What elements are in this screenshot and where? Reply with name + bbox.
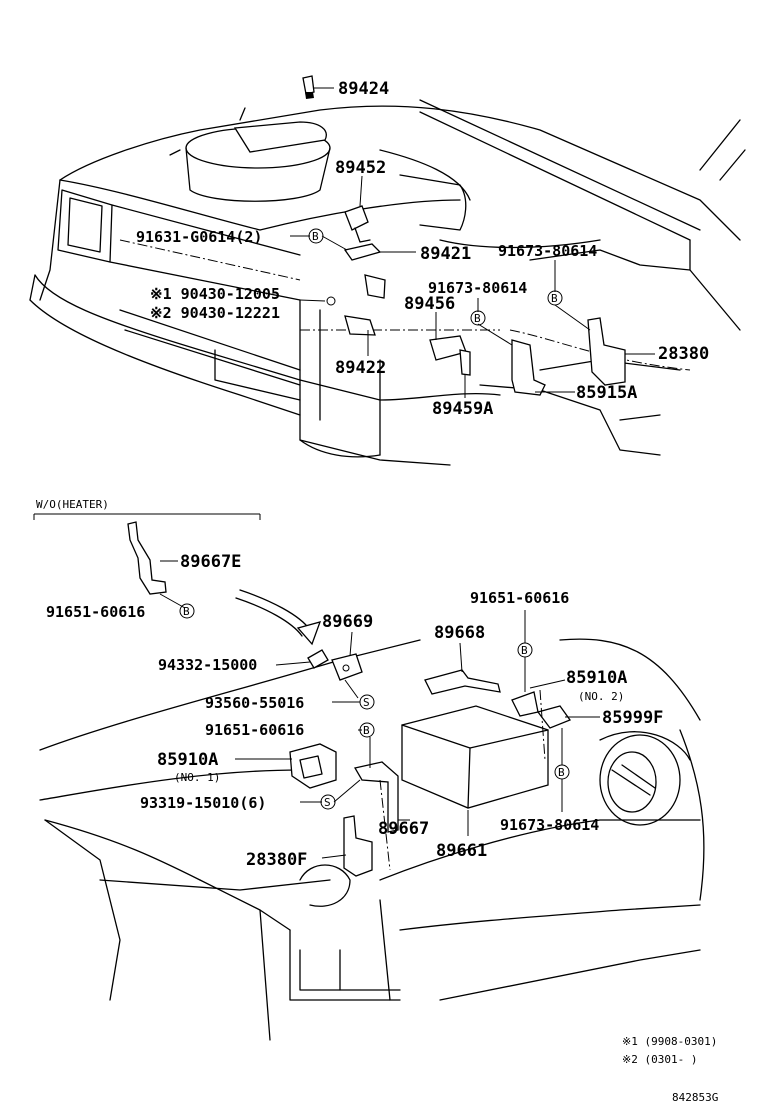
part-85915a: 85915A	[576, 383, 637, 403]
screw-code-circle	[320, 794, 336, 810]
vehicle-front-illustration	[29, 99, 746, 466]
part-89452: 89452	[335, 158, 386, 178]
part-89667: 89667	[378, 819, 429, 839]
bolt-code-b: B	[551, 292, 558, 305]
part-93319: 93319-15010(6)	[140, 794, 266, 812]
bolt-code-circle	[179, 603, 195, 619]
part-89668: 89668	[434, 623, 485, 643]
screw-code-s: S	[363, 696, 370, 709]
heater-note: W/O(HEATER)	[36, 498, 109, 511]
part-91651-c: 91651-60616	[205, 721, 304, 739]
vehicle-rear-illustration	[39, 638, 705, 1041]
part-93560: 93560-55016	[205, 694, 304, 712]
top-leaders	[290, 175, 655, 398]
part-91631: 91631-G0614(2)	[136, 228, 262, 246]
bolt-code-circle	[554, 764, 570, 780]
footnotes: ※1 (9908-0301) ※2 (0301- ) 842853G	[622, 1035, 718, 1104]
part-91673-c: 91673-80614	[500, 816, 599, 834]
top-part-labels: 89424 89452 91631-G0614(2) 89421 91673-8…	[136, 79, 709, 419]
label-no1: (NO. 1)	[174, 771, 220, 784]
part-28380f: 28380F	[246, 850, 307, 870]
bolt-code-circle	[517, 642, 533, 658]
part-94332: 94332-15000	[158, 656, 257, 674]
top-code-circles: B B B	[308, 228, 563, 326]
part-90430-a: ※1 90430-12005	[150, 285, 280, 303]
bolt-code-circle	[308, 228, 324, 244]
bolt-code-b: B	[183, 605, 190, 618]
bolt-code-circle	[359, 722, 375, 738]
bolt-code-b: B	[521, 644, 528, 657]
bolt-code-circle	[547, 290, 563, 306]
figure-id: 842853G	[672, 1091, 718, 1104]
footnote-1: ※1 (9908-0301)	[622, 1035, 717, 1048]
bottom-part-labels: 91651-60616 89669 89668 94332-15000 8591…	[140, 589, 663, 870]
part-85910a-no1: 85910A	[157, 750, 218, 770]
part-89424: 89424	[338, 79, 389, 99]
bottom-code-circles: B S B S B	[320, 642, 570, 810]
bolt-code-b: B	[474, 312, 481, 325]
part-89459a: 89459A	[432, 399, 493, 419]
part-89456: 89456	[404, 294, 455, 314]
part-85999f: 85999F	[602, 708, 663, 728]
screw-code-circle	[359, 694, 375, 710]
part-85910a-no2: 85910A	[566, 668, 627, 688]
part-91651-a: 91651-60616	[46, 603, 145, 621]
label-no2: (NO. 2)	[578, 690, 624, 703]
bolt-code-b: B	[558, 766, 565, 779]
bolt-code-circle	[470, 310, 486, 326]
bottom-components	[289, 649, 572, 877]
part-90430-b: ※2 90430-12221	[150, 304, 280, 322]
part-89422: 89422	[335, 358, 386, 378]
part-91651-b: 91651-60616	[470, 589, 569, 607]
top-components	[302, 75, 626, 396]
part-28380: 28380	[658, 344, 709, 364]
part-89661: 89661	[436, 841, 487, 861]
bolt-code-b: B	[363, 724, 370, 737]
footnote-2: ※2 (0301- )	[622, 1053, 697, 1066]
part-89421: 89421	[420, 244, 471, 264]
bolt-code-b: B	[312, 230, 319, 243]
screw-code-s: S	[324, 796, 331, 809]
part-89669: 89669	[322, 612, 373, 632]
part-91673-a: 91673-80614	[498, 242, 597, 260]
without-heater-inset: W/O(HEATER) B 89667E 91651-60616	[33, 498, 322, 646]
part-89667e: 89667E	[180, 552, 241, 572]
part-91673-b: 91673-80614	[428, 279, 527, 297]
